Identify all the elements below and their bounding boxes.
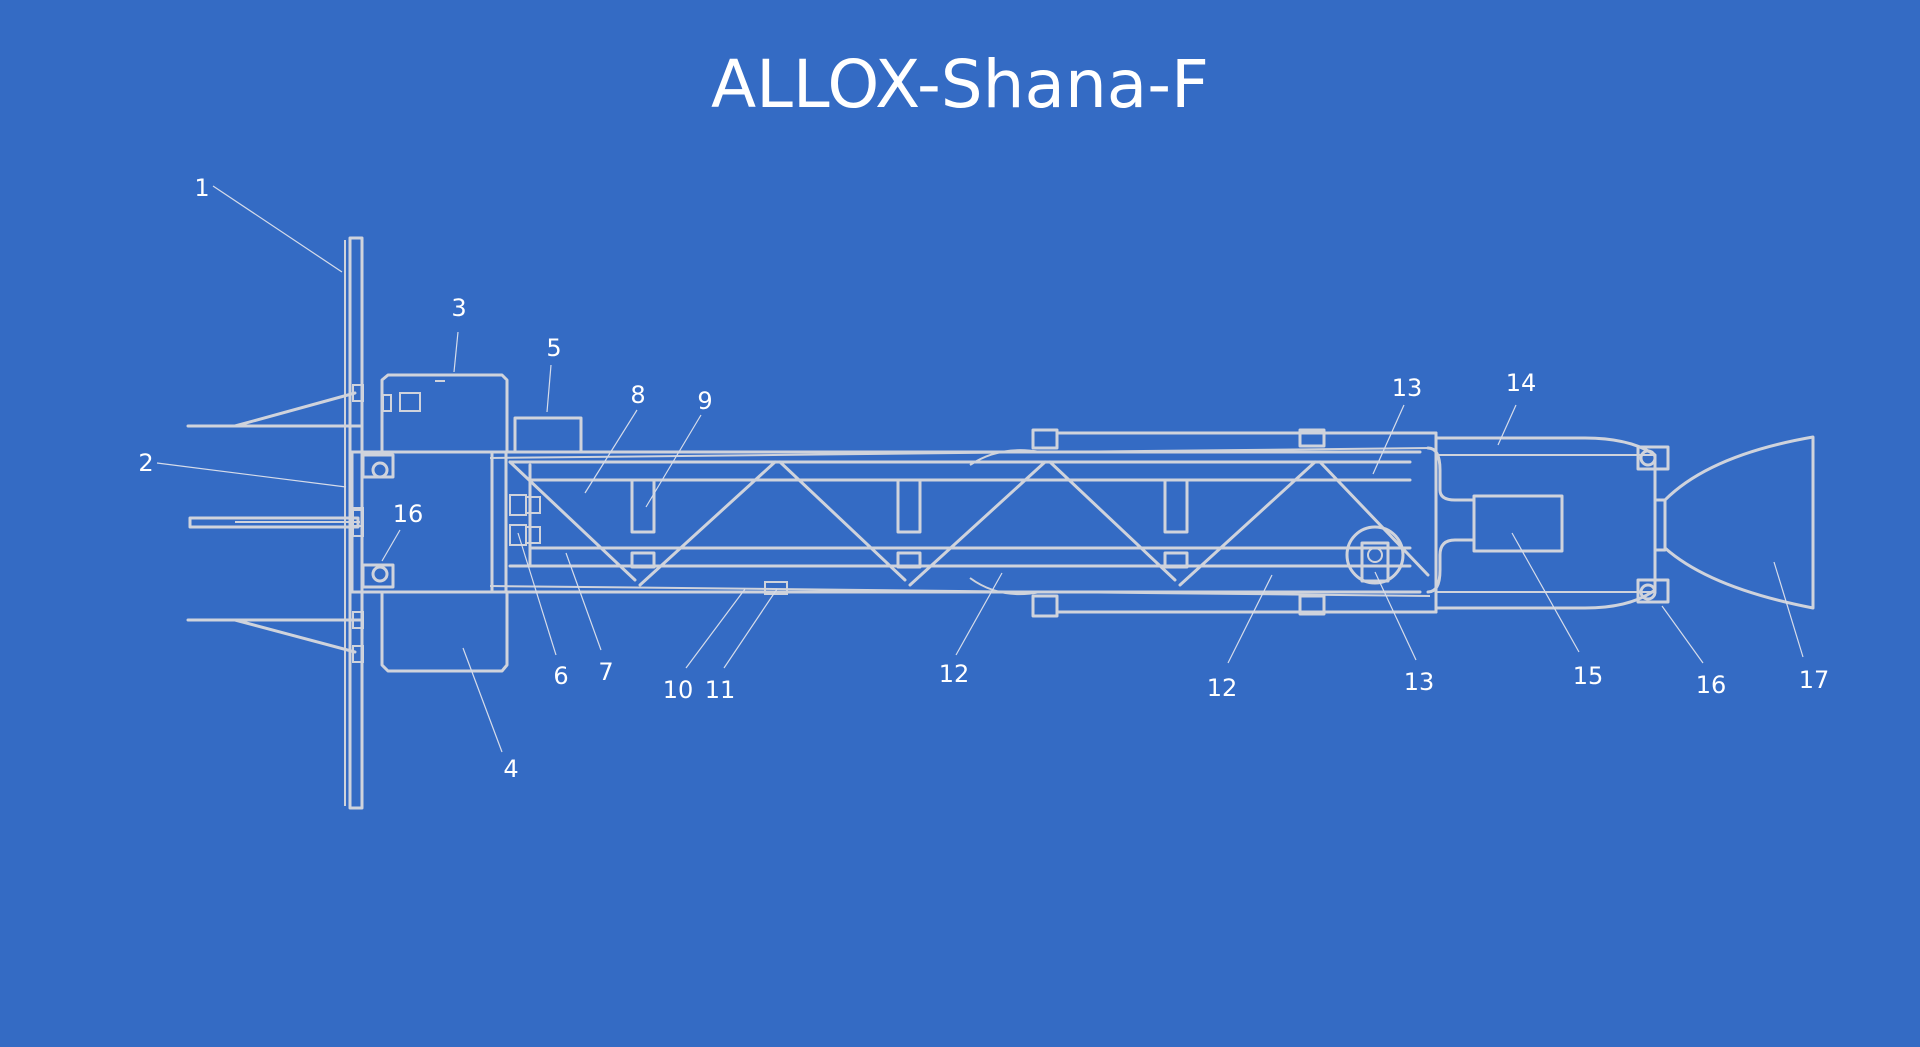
leader-13b: [1374, 571, 1417, 661]
callout-11: 11: [705, 676, 736, 704]
leader-15: [1511, 532, 1580, 653]
callout-17: 17: [1799, 666, 1830, 694]
callout-2: 2: [138, 449, 153, 477]
truss-frame: [508, 460, 1430, 595]
callout-5: 5: [546, 334, 561, 362]
upper-avionics-box: [380, 373, 509, 454]
callout-labels: 1 2 3 4 5 6 7 8 9 10 11 12 12 13 13 14 1…: [138, 174, 1829, 783]
rocket-linework: [186, 236, 1815, 810]
callout-8: 8: [630, 381, 645, 409]
leader-4: [462, 647, 503, 753]
callout-4: 4: [503, 755, 518, 783]
callout-1: 1: [194, 174, 209, 202]
right-mounts: [1636, 445, 1670, 604]
diagram-title: ALLOX-Shana-F: [710, 46, 1210, 123]
connector-blocks: [509, 494, 541, 546]
callout-15: 15: [1573, 662, 1604, 690]
callout-12b: 12: [1207, 674, 1238, 702]
fuselage: [350, 447, 1431, 597]
leader-16a: [381, 529, 401, 562]
leader-12a: [955, 572, 1003, 656]
leader-13a: [1372, 404, 1405, 475]
leader-7: [565, 552, 602, 651]
propellant-tank-housing: [969, 428, 1438, 618]
leader-11: [723, 588, 778, 669]
callout-13a: 13: [1392, 374, 1423, 402]
leader-2: [156, 462, 347, 488]
callout-7: 7: [598, 658, 613, 686]
callout-14: 14: [1506, 369, 1537, 397]
leader-lines: [156, 185, 1804, 753]
callout-16b: 16: [1696, 671, 1727, 699]
pump-assembly: [1345, 525, 1405, 585]
leader-6: [517, 532, 557, 656]
left-struts: [186, 391, 364, 654]
leader-1: [212, 185, 343, 273]
engine-section: [1426, 436, 1657, 610]
leader-5: [546, 364, 552, 413]
leader-12b: [1227, 574, 1273, 664]
callout-9: 9: [697, 387, 712, 415]
leader-16b: [1661, 605, 1704, 664]
leader-8: [584, 409, 638, 494]
callout-12a: 12: [939, 660, 970, 688]
callout-13b: 13: [1404, 668, 1435, 696]
callout-6: 6: [553, 662, 568, 690]
callout-3: 3: [451, 294, 466, 322]
leader-9: [645, 414, 702, 508]
callout-10: 10: [663, 676, 694, 704]
leader-10: [685, 588, 746, 669]
leader-17: [1773, 561, 1804, 658]
lower-payload-box: [380, 590, 509, 673]
leader-14: [1497, 404, 1517, 446]
callout-16a: 16: [393, 500, 424, 528]
leader-3: [453, 331, 459, 373]
engine-nozzle: [1663, 435, 1815, 610]
sensor-box: [513, 416, 583, 454]
left-mounts: [361, 453, 395, 589]
